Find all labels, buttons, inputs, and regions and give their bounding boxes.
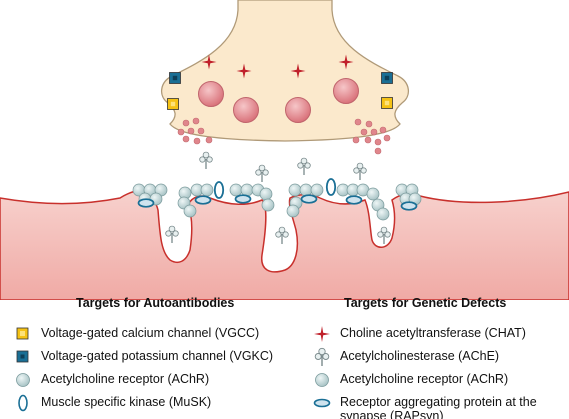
ach-molecule (379, 126, 387, 134)
chat-markers (201, 54, 354, 79)
synaptic-vesicles (198, 78, 359, 123)
achr-receptor (240, 183, 254, 197)
ach-molecule (360, 128, 368, 136)
achr-receptor (229, 183, 243, 197)
rapsyn-marker (234, 194, 252, 204)
ache-marker (255, 164, 269, 182)
rapsyn-marker (400, 201, 418, 211)
neuromuscular-junction-diagram (0, 0, 569, 300)
legend-label-rapsyn-line2: synapse (RAPsyn) (340, 409, 444, 419)
achr-receptor (299, 183, 313, 197)
achr-receptor (200, 183, 214, 197)
vgcc-channel (381, 97, 393, 109)
ach-molecule (192, 117, 200, 125)
ach-molecule (374, 147, 382, 155)
achr-receptor (259, 187, 273, 201)
chat-star (290, 63, 306, 79)
rapsyn-marker (137, 198, 155, 208)
legend-label-chat: Choline acetyltransferase (CHAT) (340, 326, 526, 340)
rapsyn-ellipse-icon (313, 398, 331, 408)
achr-receptor (366, 187, 380, 201)
ache-marker (353, 162, 367, 180)
vgkc-channel (169, 72, 181, 84)
ach-molecule (205, 136, 213, 144)
ach-molecule (197, 127, 205, 135)
legend-heading-autoantibodies: Targets for Autoantibodies (76, 296, 235, 310)
achr-clusters (132, 183, 422, 221)
legend-heading-genetic: Targets for Genetic Defects (344, 296, 507, 310)
ach-molecule (193, 137, 201, 145)
ach-molecule (364, 136, 372, 144)
ach-molecule (352, 136, 360, 144)
vesicle (233, 97, 259, 123)
released-acetylcholine (177, 117, 391, 155)
ache-marker (165, 225, 179, 243)
vgcc-channel (167, 98, 179, 110)
ache-marker (275, 226, 289, 244)
ach-molecule (182, 119, 190, 127)
ach-molecule (383, 134, 391, 142)
vgcc-square-icon (16, 327, 29, 340)
achr-circle-icon (16, 373, 30, 387)
achr-circle-icon (315, 373, 329, 387)
chat-star (236, 63, 252, 79)
musk-marker (325, 178, 337, 196)
achr-receptor (286, 204, 300, 218)
rapsyn-marker (345, 195, 363, 205)
muscle-membrane (0, 190, 569, 300)
musk-and-rapsyn (137, 178, 418, 211)
ache-marker (199, 151, 213, 169)
nerve-terminal (161, 0, 409, 142)
ache-marker (377, 226, 391, 244)
vesicle (198, 81, 224, 107)
ach-molecule (370, 128, 378, 136)
achr-receptor (261, 198, 275, 212)
vgkc-channel (381, 72, 393, 84)
musk-ellipse-icon (18, 394, 28, 412)
achr-receptor (183, 204, 197, 218)
ache-markers (165, 151, 391, 244)
legend-label-achr: Acetylcholine receptor (AChR) (41, 372, 210, 386)
ach-molecule (187, 127, 195, 135)
legend-label-vgkc: Voltage-gated potassium channel (VGKC) (41, 349, 274, 363)
legend-label-ache: Acetylcholinesterase (AChE) (340, 349, 500, 363)
achr-receptor (376, 207, 390, 221)
chat-star-icon (314, 326, 330, 342)
presynaptic-channels (167, 72, 393, 110)
rapsyn-marker (300, 194, 318, 204)
achr-receptor (310, 183, 324, 197)
ache-icon (314, 347, 330, 366)
vesicle (285, 97, 311, 123)
ache-marker (297, 157, 311, 175)
achr-receptor (288, 183, 302, 197)
ach-molecule (354, 118, 362, 126)
musk-marker (213, 181, 225, 199)
chat-star (201, 54, 217, 70)
legend-label-achr-genetic: Acetylcholine receptor (AChR) (340, 372, 509, 386)
vgkc-square-icon (16, 350, 29, 363)
ach-molecule (374, 138, 382, 146)
ach-molecule (182, 135, 190, 143)
ach-molecule (177, 128, 185, 136)
rapsyn-marker (194, 195, 212, 205)
vesicle (333, 78, 359, 104)
legend-label-rapsyn: Receptor aggregating protein at the (340, 395, 537, 409)
chat-star (338, 54, 354, 70)
legend-label-vgcc: Voltage-gated calcium channel (VGCC) (41, 326, 260, 340)
ach-molecule (365, 120, 373, 128)
legend-label-musk: Muscle specific kinase (MuSK) (41, 395, 212, 409)
